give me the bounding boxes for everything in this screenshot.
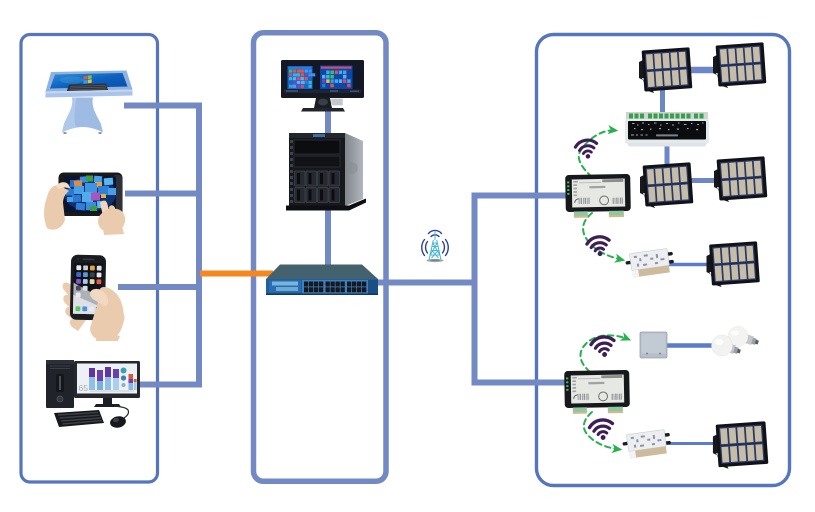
svg-text:65: 65 <box>79 383 89 393</box>
